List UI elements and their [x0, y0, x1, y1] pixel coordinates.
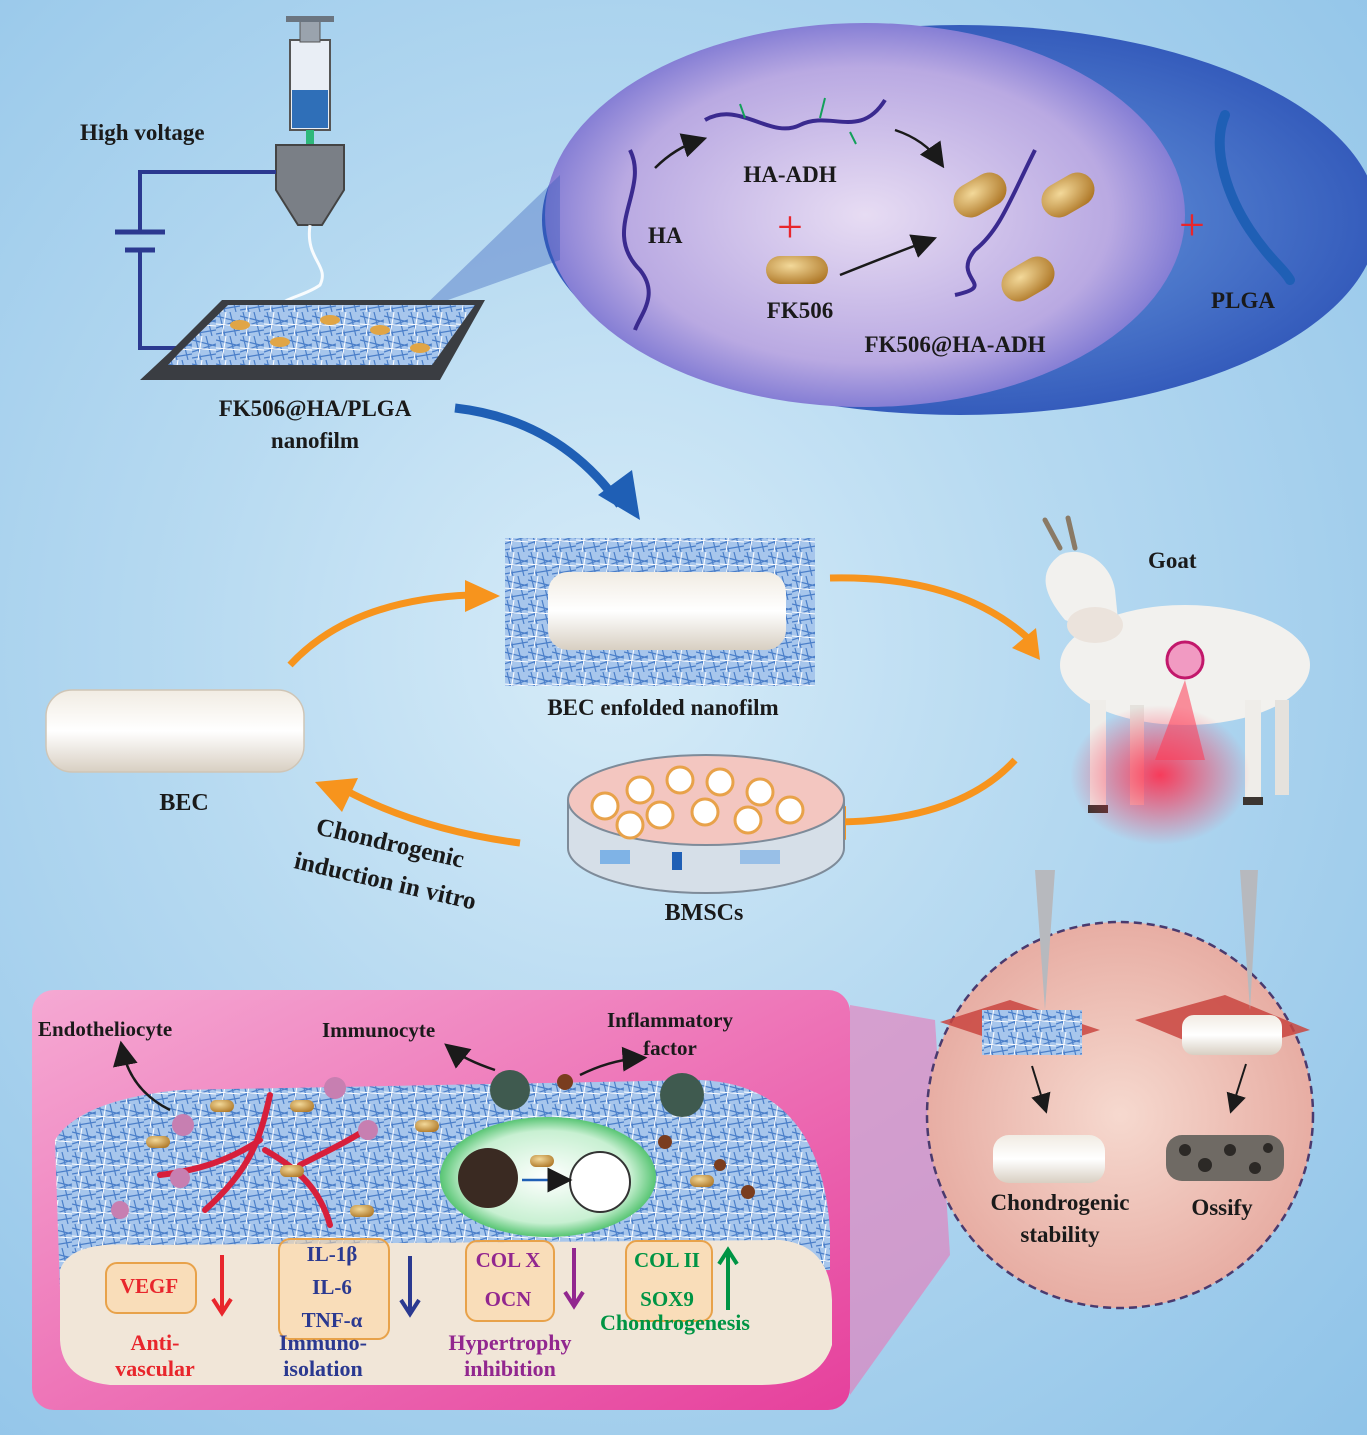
marker-text: COL X	[475, 1247, 541, 1272]
down-arrow-icon	[399, 1256, 421, 1318]
film-label-line1: FK506@HA/PLGA	[218, 396, 412, 421]
high-voltage-label: High voltage	[80, 120, 205, 145]
complex-label: FK506@HA-ADH	[864, 332, 1046, 357]
ha-adh-label: HA-ADH	[743, 162, 837, 187]
implant-bec-site	[1135, 870, 1310, 1055]
complex-chain	[954, 149, 1037, 297]
inflammatory-factor-dot	[557, 1074, 573, 1090]
arrow-to-stability	[1031, 1065, 1051, 1114]
marker-text: SOX9	[640, 1286, 694, 1311]
inflammatory-label-line1: Inflammatory	[607, 1008, 733, 1032]
marker-text: IL-6	[312, 1275, 352, 1299]
up-arrow-icon	[717, 1246, 739, 1310]
arrow-goat-to-bmscs	[839, 757, 1018, 826]
immunocyte-cell	[490, 1070, 530, 1110]
bec-label: BEC	[159, 790, 209, 816]
arrow-enfolded-to-goat	[829, 574, 1033, 643]
endotheliocyte-cell	[172, 1114, 194, 1136]
ha-label: HA	[648, 223, 683, 248]
plga-chain	[1214, 110, 1295, 285]
marker-box	[278, 1238, 390, 1340]
endotheliocyte-label: Endotheliocyte	[38, 1017, 173, 1041]
arrow-film-to-enfolded	[454, 403, 624, 508]
mechanism-caption: vascular	[115, 1356, 195, 1381]
fk506-label: FK506	[766, 298, 834, 323]
implant-glow	[1070, 705, 1250, 845]
marker-text: OCN	[484, 1286, 532, 1311]
implant-nanofilm-site	[940, 870, 1100, 1055]
immunocyte-label: Immunocyte	[322, 1018, 436, 1042]
stability-label-line2: stability	[1020, 1222, 1100, 1247]
marker-text: TNF-α	[301, 1307, 363, 1332]
arrow-bmscs-to-bec	[343, 786, 521, 847]
plga-label: PLGA	[1211, 288, 1275, 313]
arrow-adh-to-complex	[894, 128, 945, 169]
spinneret	[275, 144, 345, 226]
bmscs-dish	[567, 754, 845, 894]
mechanism-caption: Chondrogenesis	[600, 1310, 750, 1335]
callout-immunocyte	[444, 1043, 496, 1072]
callout-inflammatory	[579, 1046, 648, 1077]
implant-site	[1165, 640, 1205, 680]
blood-vessels	[157, 1092, 368, 1228]
plus-sign-1: +	[777, 201, 803, 252]
enfolded-label: BEC enfolded nanofilm	[547, 695, 779, 720]
arrow-ha-to-adh	[654, 133, 708, 169]
marker-text: COL II	[634, 1247, 700, 1272]
arrow-bec-to-enfolded	[287, 591, 471, 668]
zoom-beam	[420, 175, 560, 310]
down-arrow-icon	[563, 1248, 585, 1310]
nanofilm-on-collector	[168, 305, 475, 365]
fk506-pill	[766, 256, 828, 284]
bec-block	[45, 689, 305, 773]
mechanism-caption: Immuno-	[278, 1330, 368, 1355]
down-arrow-icon	[211, 1255, 233, 1317]
enfolded-bec-block	[548, 572, 786, 650]
mechanism-caption: inhibition	[464, 1356, 556, 1381]
ossify-label: Ossify	[1191, 1195, 1253, 1220]
mechanism-caption: Anti-	[130, 1330, 180, 1355]
bmscs-label: BMSCs	[664, 900, 744, 926]
stable-cartilage	[993, 1135, 1105, 1183]
mechanism-caption: Hypertrophy	[448, 1330, 572, 1355]
marker-box	[465, 1240, 555, 1322]
marker-text: IL-1β	[306, 1242, 358, 1267]
marker-box	[625, 1240, 713, 1322]
outcome-circle	[925, 920, 1315, 1310]
arrow-to-ossify	[1226, 1063, 1247, 1114]
callout-endotheliocyte	[113, 1040, 171, 1112]
zoom-wedge	[850, 1005, 950, 1395]
marker-box	[105, 1262, 197, 1314]
inflammatory-label-line2: factor	[643, 1036, 697, 1060]
goat-label: Goat	[1148, 548, 1197, 573]
ossified-block	[1166, 1135, 1284, 1181]
ha-chain	[621, 149, 651, 331]
marker-text: VEGF	[119, 1274, 179, 1298]
ha-adh-chain	[704, 98, 887, 131]
arrow-fk506-to-complex	[839, 234, 938, 277]
film-label-line2: nanofilm	[270, 428, 360, 453]
stability-label-line1: Chondrogenic	[990, 1190, 1130, 1215]
plus-sign-2: +	[1179, 199, 1205, 250]
mechanism-caption: isolation	[283, 1356, 363, 1381]
